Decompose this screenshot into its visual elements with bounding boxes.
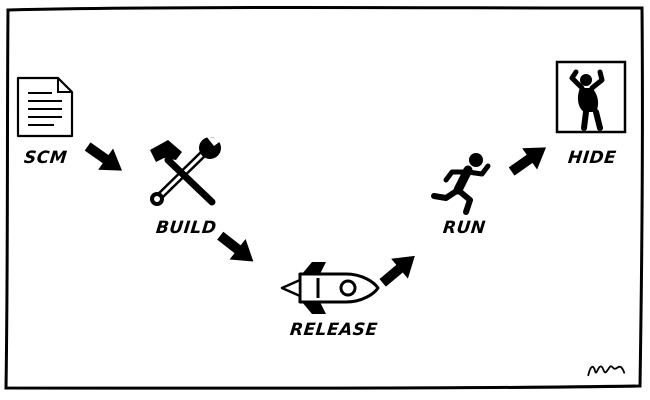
stage-label-run: RUN [441,218,487,238]
arrow-scm-to-build [84,142,123,171]
arrow-run-to-hide [508,147,547,176]
arrow-build-to-release [217,231,254,262]
tools-icon [150,136,222,206]
rocket-icon [280,262,380,314]
stage-label-scm: SCM [22,148,69,168]
hide-person-icon [555,60,627,134]
border-frame [4,6,644,390]
runner-icon [431,153,491,215]
stage-label-hide: HIDE [566,148,618,168]
stage-label-release: RELEASE [288,320,379,340]
signature-mark [585,359,626,383]
document-icon [16,76,74,138]
arrow-release-to-run [379,255,415,287]
stage-label-build: BUILD [154,218,218,238]
